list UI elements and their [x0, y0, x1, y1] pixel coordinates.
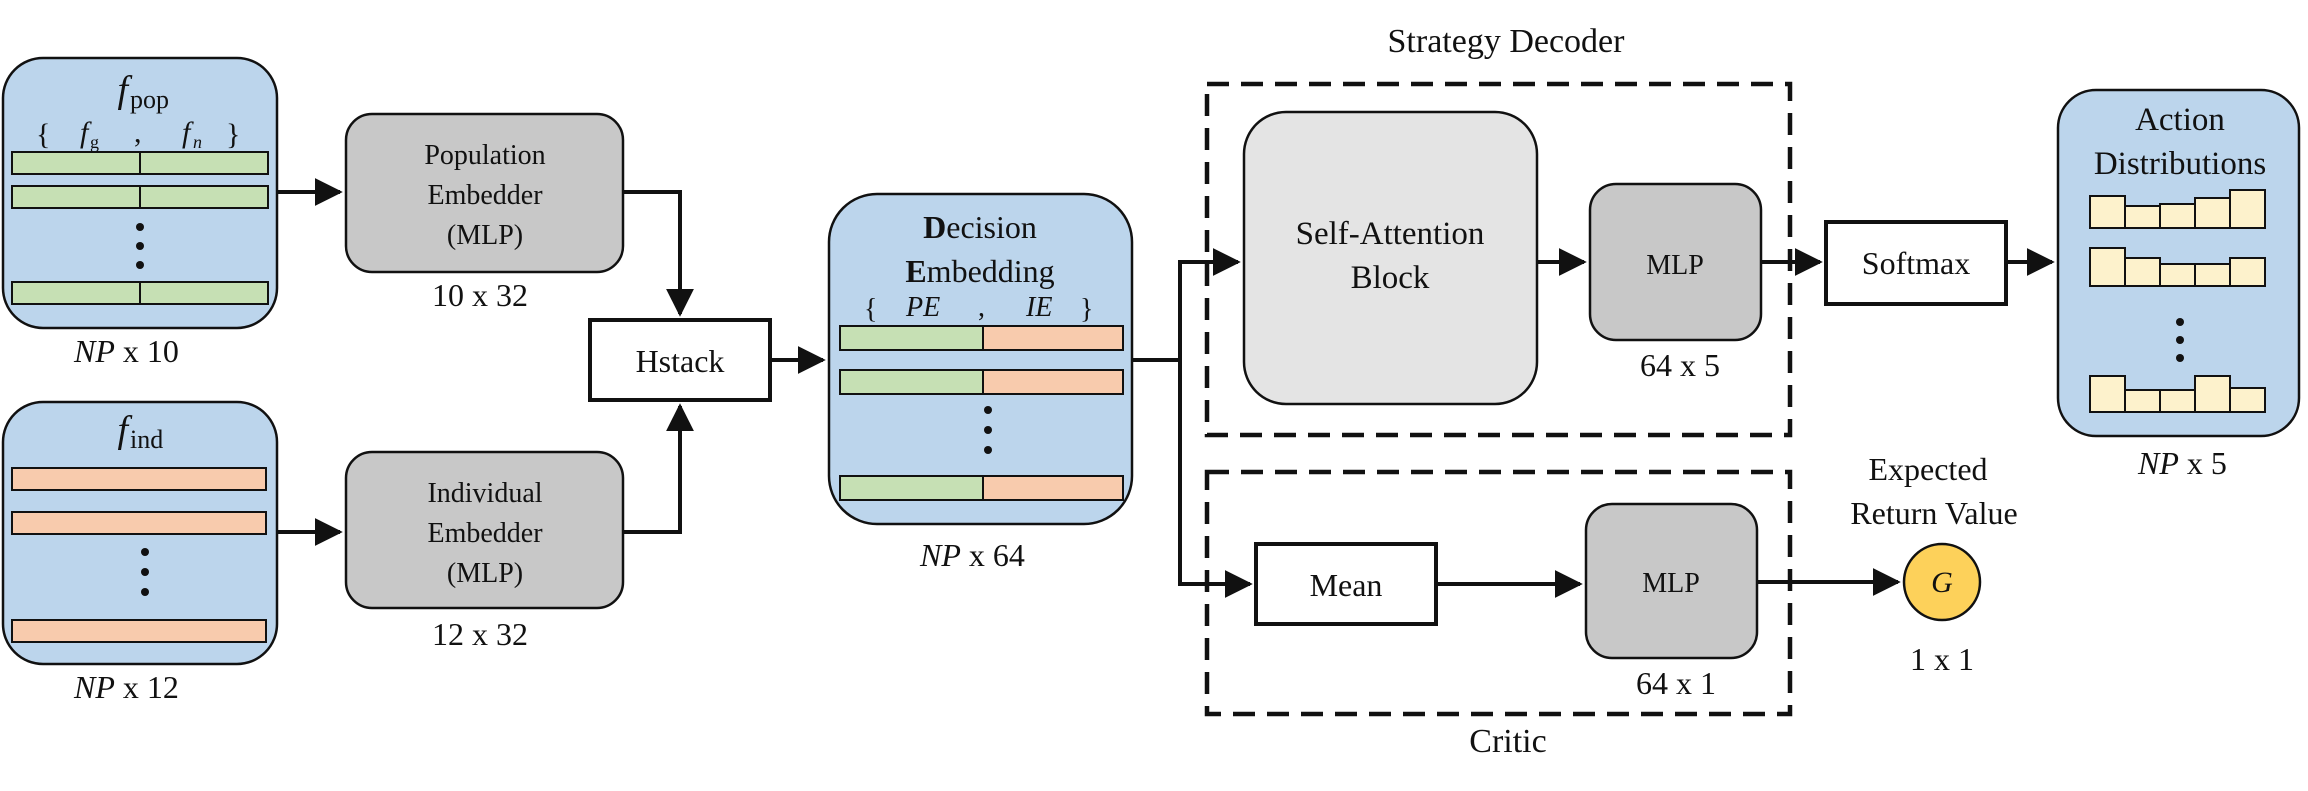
critic-mlp-label: MLP: [1642, 568, 1700, 599]
pop-input-dim: NP x 10: [73, 333, 179, 369]
ind-feature-bar: [11, 511, 267, 535]
probability-bar: [2159, 203, 2196, 229]
hstack-label: Hstack: [636, 343, 725, 379]
de-pe: PE: [905, 292, 940, 323]
probability-bar: [2229, 257, 2266, 287]
mean-label: Mean: [1310, 567, 1383, 603]
pop-embedder-dim: 10 x 32: [432, 277, 528, 313]
pop-embedder-line1: Population: [424, 140, 545, 171]
pop-ellipsis: [136, 223, 144, 269]
population-input-panel: f pop { f g , f n }: [1, 56, 279, 330]
expected-return-line1: Expected: [1868, 451, 1987, 487]
decision-embedding-title-line2: Embedding: [905, 253, 1054, 289]
de-dim: NP x 64: [919, 537, 1025, 573]
pop-field-g-sub: g: [90, 132, 99, 152]
probability-bar: [2089, 195, 2126, 229]
pop-feature-bar: [11, 281, 269, 305]
decoder-mlp-dim: 64 x 5: [1640, 347, 1720, 383]
probability-bar: [2159, 389, 2196, 413]
probability-bar: [2089, 375, 2126, 413]
distribution-row: [2089, 375, 2266, 413]
action-distributions-panel: Action Distributions: [2056, 88, 2301, 438]
decision-embedding-panel: Decision Embedding { PE , IE }: [827, 192, 1134, 526]
arrow-pop-embedder-to-hstack: [623, 190, 694, 317]
probability-bar: [2124, 389, 2161, 413]
return-dim: 1 x 1: [1910, 641, 1974, 677]
probability-bar: [2229, 387, 2266, 413]
mean-block: Mean: [1254, 542, 1438, 626]
expected-return-line2: Return Value: [1850, 495, 2017, 531]
svg-text:ind: ind: [130, 425, 163, 454]
decoder-mlp: MLP: [1588, 182, 1763, 342]
pop-comma: ,: [134, 116, 142, 149]
probability-bar: [2229, 189, 2266, 229]
de-comma: ,: [978, 292, 985, 323]
ind-embedder-dim: 12 x 32: [432, 616, 528, 652]
probability-bar: [2089, 247, 2126, 287]
distribution-row: [2089, 247, 2266, 287]
probability-bar: [2194, 197, 2231, 229]
probability-bar: [2159, 263, 2196, 287]
probability-bar: [2124, 205, 2161, 229]
individual-embedder: Individual Embedder (MLP): [344, 450, 625, 610]
de-ellipsis: [984, 406, 992, 454]
individual-input-panel: f ind: [1, 400, 279, 666]
de-brace-close: }: [1080, 294, 1093, 325]
return-symbol: G: [1931, 566, 1953, 599]
connectors: [277, 178, 2055, 598]
critic-frame: [1204, 469, 1793, 717]
pop-field-n-sub: n: [193, 132, 202, 152]
decision-embedding-title-line1: Decision: [923, 209, 1037, 245]
pop-brace-open: {: [36, 118, 50, 151]
arrow-to-attention: [1178, 248, 1241, 360]
probability-bar: [2194, 263, 2231, 287]
ind-embedder-line2: Embedder: [427, 518, 543, 549]
pop-brace-close: }: [226, 118, 240, 151]
distribution-row: [2089, 189, 2266, 229]
pop-title-sub: pop: [130, 85, 169, 114]
probability-bar: [2194, 375, 2231, 413]
action-dist-line2: Distributions: [2094, 146, 2266, 182]
de-embedding-bar: [839, 475, 1124, 501]
de-ie: IE: [1025, 292, 1052, 323]
svg-text:pop: pop: [130, 85, 169, 114]
probability-bar: [2124, 257, 2161, 287]
self-attention-block: Self-Attention Block: [1242, 110, 1539, 406]
pop-feature-bar: [11, 185, 269, 209]
de-brace-open: {: [864, 294, 877, 325]
attention-line1: Self-Attention: [1296, 216, 1485, 252]
pop-embedder-line3: (MLP): [447, 220, 523, 251]
pop-feature-bar: [11, 151, 269, 175]
ind-input-dim: NP x 12: [73, 669, 179, 705]
action-dist-ellipsis: [2176, 318, 2184, 362]
softmax-block: Softmax: [1824, 220, 2008, 306]
arrow-ind-embedder-to-hstack: [623, 403, 694, 534]
critic-mlp: MLP: [1584, 502, 1759, 660]
decoder-mlp-label: MLP: [1646, 250, 1704, 281]
ind-feature-bar: [11, 467, 267, 491]
de-embedding-bar: [839, 369, 1124, 395]
ind-ellipsis: [141, 548, 149, 596]
arrow-to-mean: [1178, 360, 1253, 598]
action-dist-dim: NP x 5: [2137, 445, 2227, 481]
return-value-node: G: [1902, 542, 1982, 622]
ind-embedder-line1: Individual: [427, 478, 542, 509]
ind-title-sub: ind: [130, 425, 163, 454]
population-embedder: Population Embedder (MLP): [344, 112, 625, 274]
critic-mlp-dim: 64 x 1: [1636, 665, 1716, 701]
softmax-label: Softmax: [1862, 245, 1970, 281]
strategy-decoder-title: Strategy Decoder: [1388, 23, 1626, 60]
de-embedding-bar: [839, 325, 1124, 351]
strategy-decoder-frame: [1204, 81, 1793, 438]
pop-embedder-line2: Embedder: [427, 180, 543, 211]
ind-embedder-line3: (MLP): [447, 558, 523, 589]
hstack-block: Hstack: [588, 318, 772, 402]
ind-feature-bar: [11, 619, 267, 643]
critic-title: Critic: [1469, 723, 1546, 760]
attention-line2: Block: [1351, 260, 1430, 296]
action-dist-line1: Action: [2135, 102, 2225, 138]
